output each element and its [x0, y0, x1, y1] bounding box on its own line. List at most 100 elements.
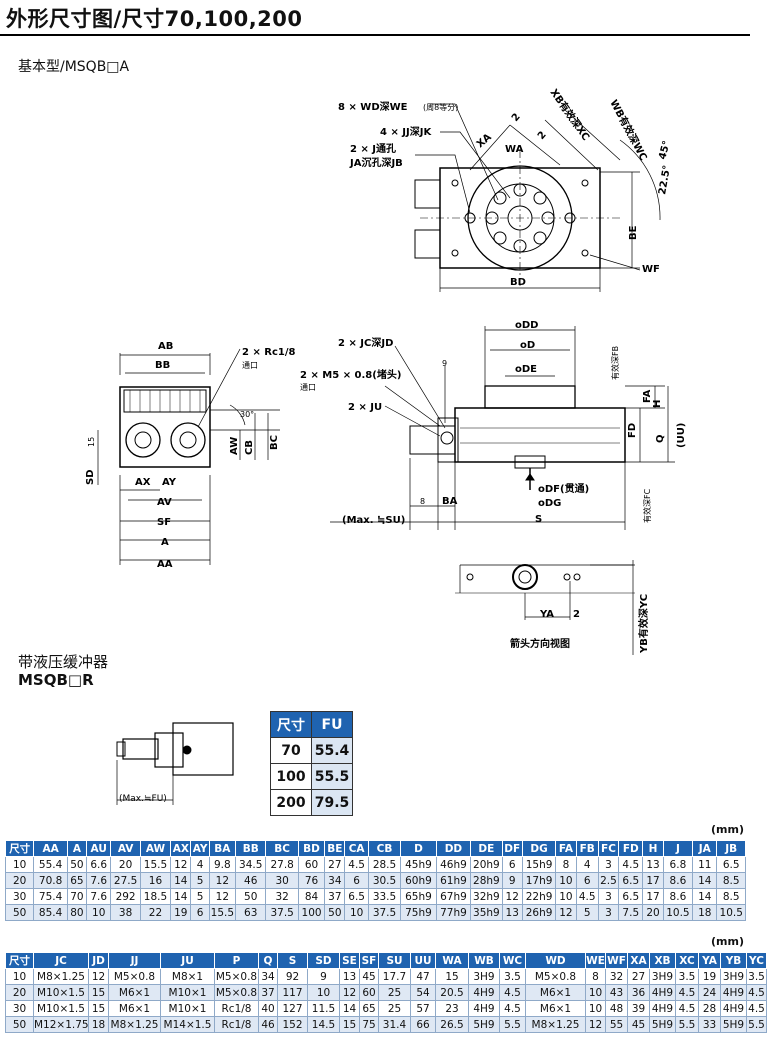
table1-cell: 11 — [692, 856, 718, 873]
n8-label: 8 — [420, 497, 425, 506]
table2-cell: 117 — [277, 984, 308, 1001]
table1-cell: 17h9 — [521, 872, 557, 889]
table2-cell: 20 — [5, 984, 34, 1001]
table1-cell: 50 — [235, 888, 267, 905]
table1-cell: 12 — [501, 888, 523, 905]
aw-label: AW — [229, 437, 240, 455]
fu-table-header-row: 尺寸 FU — [270, 711, 353, 738]
table2-cell: 3H9 — [468, 968, 500, 985]
side-port-hole — [440, 431, 454, 445]
table2-cell: 5H9 — [649, 1016, 676, 1033]
table2-cell: M6×1 — [525, 984, 586, 1001]
wf-label: WF — [642, 264, 660, 275]
table1-cell: 15.5 — [139, 856, 172, 873]
table2-cell: 57 — [410, 1000, 436, 1017]
table1-cell: 3 — [597, 888, 620, 905]
table1-cell: 9.8 — [208, 856, 237, 873]
table1-cell: 75.4 — [33, 888, 68, 905]
table1-header-cell: CA — [344, 840, 369, 857]
table1-header-cell: 尺寸 — [4, 840, 35, 857]
table1-header-cell: AW — [139, 840, 172, 857]
table2-cell: 54 — [410, 984, 436, 1001]
max-fu-label: (Max.≒FU) — [119, 794, 167, 804]
table2-cell: M6×1 — [108, 984, 161, 1001]
table1-cell: 8.5 — [716, 872, 746, 889]
table1-unit: (mm) — [711, 823, 744, 836]
table1-cell: 22 — [139, 904, 172, 921]
table2-header-cell: 尺寸 — [5, 952, 34, 969]
table1-header-cell: BC — [265, 840, 299, 857]
fu-size-cell: 70 — [270, 737, 312, 764]
table1-cell: 77h9 — [435, 904, 472, 921]
table2-header-cell: SD — [307, 952, 340, 969]
table2-cell: M5×0.8 — [214, 968, 259, 985]
wa-label: WA — [505, 144, 524, 155]
table1-cell: 16 — [139, 872, 172, 889]
jc-label: 2 × JC深JD — [338, 336, 393, 349]
table1-cell: 10 — [86, 904, 112, 921]
fu-value-cell: 79.5 — [311, 789, 353, 816]
table2-cell: 43 — [605, 984, 628, 1001]
table1-header-cell: BD — [297, 840, 326, 857]
table2-cell: 10 — [307, 984, 340, 1001]
deg225-label: 22.5° — [657, 164, 673, 195]
table1-cell: 6.5 — [716, 856, 746, 873]
table2-header-cell: WD — [525, 952, 586, 969]
fb-label: 有效深FB — [610, 346, 620, 380]
table1-cell: 76 — [297, 872, 326, 889]
deg45-label: 45° — [657, 140, 673, 161]
table1-cell: 14 — [170, 872, 192, 889]
table2-cell: 50 — [5, 1016, 34, 1033]
table2-cell: M8×1.25 — [525, 1016, 586, 1033]
table1-cell: 7.5 — [618, 904, 644, 921]
table2-cell: 20.5 — [435, 984, 469, 1001]
table2-cell: 3.5 — [499, 968, 526, 985]
top-view-drawing: 8 × WD深WE (周8等分) 4 × JJ深JK 2 × J通孔 JA沉孔深… — [338, 86, 673, 292]
table1-cell: 13 — [501, 904, 523, 921]
table1-cell: 10.5 — [716, 904, 746, 921]
table1-header-cell: JB — [716, 840, 746, 857]
ju-label: 2 × JU — [348, 402, 382, 413]
fu-size-cell: 200 — [270, 789, 312, 816]
table1-cell: 12 — [208, 888, 237, 905]
table1-cell: 4.5 — [618, 856, 644, 873]
table1-cell: 14 — [692, 872, 718, 889]
table2-cell: 46 — [258, 1016, 278, 1033]
table2-header-cell: WE — [585, 952, 606, 969]
wb-label: WB有效深WC — [607, 97, 650, 162]
table2-cell: M8×1.25 — [33, 968, 89, 985]
table1-header-cell: BE — [324, 840, 346, 857]
table1-cell: 15.5 — [208, 904, 237, 921]
table1-header-cell: CB — [367, 840, 402, 857]
table1-cell: 27 — [324, 856, 346, 873]
ax-label: AX — [135, 477, 151, 488]
table1-header-cell: FC — [597, 840, 620, 857]
table2-cell: 9 — [307, 968, 340, 985]
fu-value-cell: 55.4 — [311, 737, 353, 764]
table1-cell: 84 — [297, 888, 326, 905]
table1-header-cell: JA — [692, 840, 718, 857]
sd-label: SD — [85, 469, 96, 485]
table2-cell: 19 — [698, 968, 721, 985]
table2-header-cell: S — [277, 952, 308, 969]
table2-cell: 12 — [88, 968, 109, 985]
table1-cell: 20 — [4, 872, 35, 889]
table2-cell: 11.5 — [307, 1000, 340, 1017]
table2-cell: M5×0.8 — [108, 968, 161, 985]
table2-cell: 8 — [585, 968, 606, 985]
fu-table-header: 尺寸 — [270, 711, 312, 738]
table2-cell: 39 — [627, 1000, 650, 1017]
table1-cell: 6.5 — [618, 872, 644, 889]
table1-cell: 27.5 — [110, 872, 141, 889]
n9-label: 9 — [442, 359, 447, 368]
table2-cell: 4H9 — [649, 1000, 676, 1017]
fa-label: FA — [642, 389, 653, 403]
ay-label: AY — [162, 477, 177, 488]
odd-label: oDD — [515, 320, 538, 331]
table2-cell: 3.5 — [746, 968, 767, 985]
